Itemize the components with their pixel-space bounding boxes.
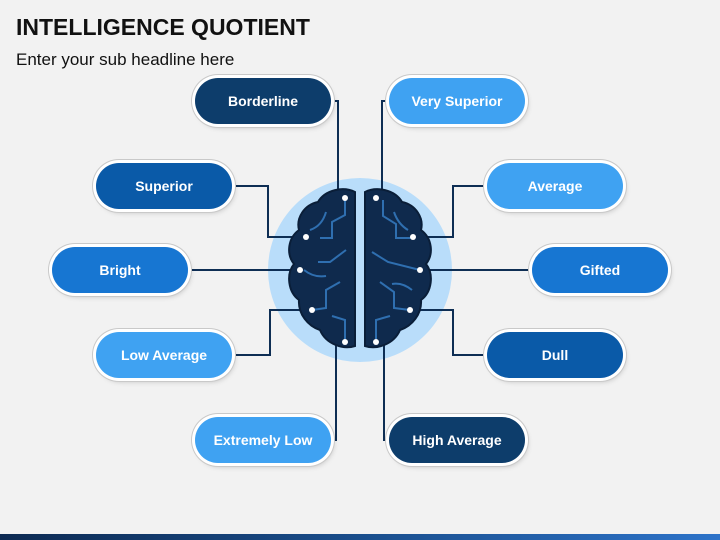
brain-node-borderline [342, 195, 348, 201]
connector-superior [232, 185, 306, 238]
brain-left-hemisphere [288, 188, 356, 349]
brain-node-very-superior [373, 195, 379, 201]
pill-dull: Dull [487, 332, 623, 378]
pill-bright: Bright [52, 247, 188, 293]
connector-low-average [232, 309, 312, 356]
brain-node-low-average [309, 307, 315, 313]
pill-average: Average [487, 163, 623, 209]
page-title: INTELLIGENCE QUOTIENT [16, 14, 310, 40]
brain-node-bright [297, 267, 303, 273]
brain-circuit-traces [303, 200, 421, 342]
connector-dull [410, 309, 487, 356]
brain-node-extremely-low [342, 339, 348, 345]
pill-low-average: Low Average [96, 332, 232, 378]
pill-superior: Superior [96, 163, 232, 209]
brain-node-superior [303, 234, 309, 240]
page-subtitle: Enter your sub headline here [16, 50, 235, 69]
brain-node-high-average [373, 339, 379, 345]
pill-very-superior: Very Superior [389, 78, 525, 124]
brain-node-gifted [417, 267, 423, 273]
pill-borderline: Borderline [195, 78, 331, 124]
pill-gifted: Gifted [532, 247, 668, 293]
bottom-accent-bar [0, 534, 720, 540]
pill-high-average: High Average [389, 417, 525, 463]
brain-node-dull [407, 307, 413, 313]
brain-node-average [410, 234, 416, 240]
connector-average [413, 185, 487, 238]
brain-right-hemisphere [364, 188, 432, 349]
brain-nodes [297, 195, 423, 345]
pill-extremely-low: Extremely Low [195, 417, 331, 463]
brain-icon [288, 188, 432, 349]
